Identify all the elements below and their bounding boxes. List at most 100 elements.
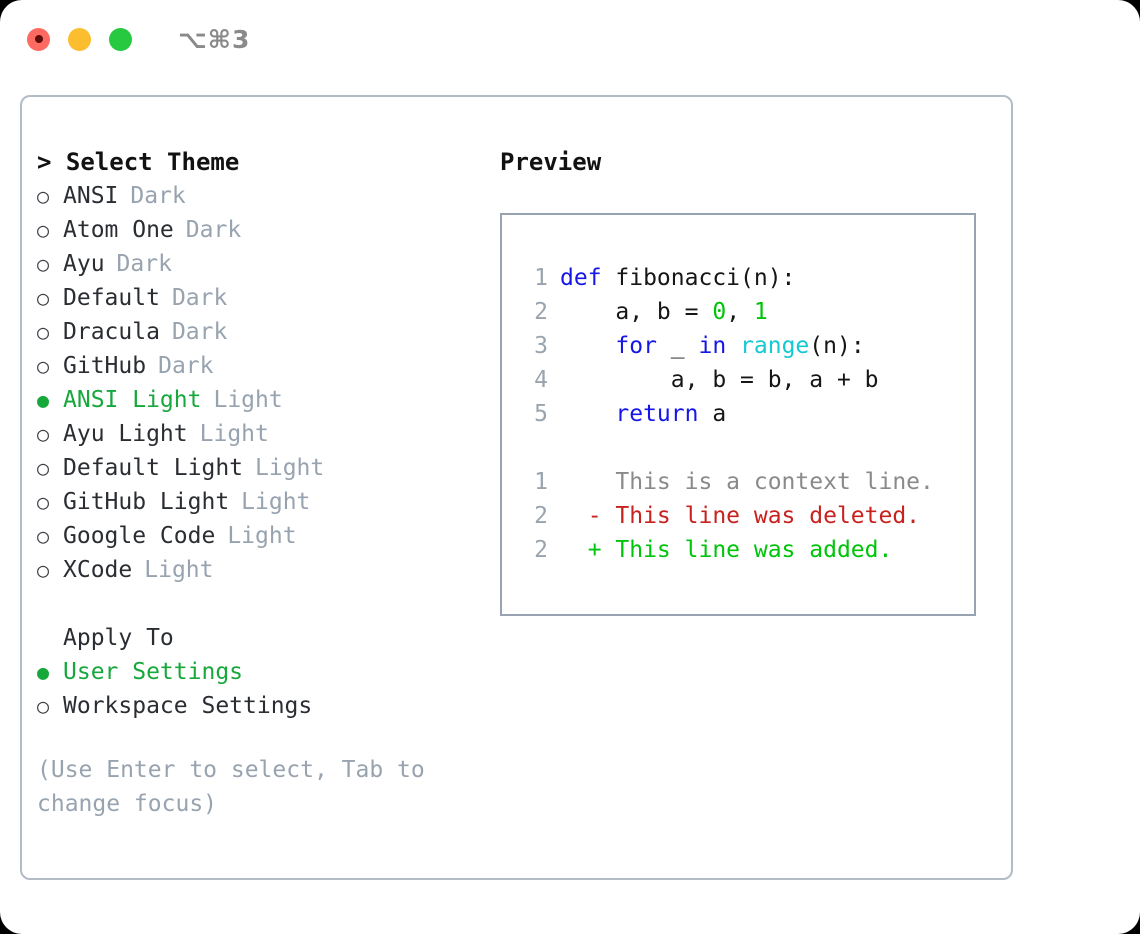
radio-unselected-icon: ○	[37, 354, 50, 378]
close-button[interactable]	[27, 27, 50, 51]
apply-to-option-user-settings[interactable]: ● User Settings	[37, 655, 487, 689]
theme-option-label: Ayu Light	[63, 421, 188, 447]
code-token-pln: a, b = b, a + b	[560, 367, 879, 393]
theme-option-tag: Light	[255, 455, 325, 481]
theme-option-label: XCode	[63, 557, 133, 583]
radio-unselected-icon: ○	[37, 218, 50, 242]
radio-selected-icon: ●	[37, 388, 50, 412]
theme-option-tag: Dark	[171, 319, 228, 345]
theme-option-tag: Light	[213, 387, 283, 413]
diff-line-content: + This line was added.	[560, 537, 893, 563]
code-token-pln: _	[656, 333, 699, 359]
code-token-pln: ,	[726, 299, 754, 325]
code-line-content: a, b = b, a + b	[560, 363, 879, 397]
apply-to-option-workspace-settings[interactable]: ○Workspace Settings	[37, 689, 487, 723]
theme-option-tag: Light	[227, 523, 297, 549]
radio-unselected-icon: ○	[37, 456, 50, 480]
theme-option-tag: Dark	[171, 285, 228, 311]
theme-option-label: Default Light	[63, 455, 244, 481]
code-token-kw: return	[615, 401, 699, 427]
code-line-number: 4	[534, 367, 548, 393]
radio-unselected-icon: ○	[37, 320, 50, 344]
apply-to-list[interactable]: ● User Settings ○Workspace Settings	[37, 655, 487, 723]
code-token-pln	[560, 401, 615, 427]
theme-option-label: Google Code	[63, 523, 216, 549]
code-token-pln: fibonacci(n):	[601, 265, 796, 291]
radio-selected-icon: ●	[37, 660, 50, 684]
code-token-kw: def	[560, 265, 602, 291]
window-controls	[27, 27, 132, 51]
code-token-pln: a	[698, 401, 727, 427]
code-token-fn: range	[740, 333, 810, 359]
theme-option-google-code[interactable]: ○ Google Code Light	[37, 519, 487, 553]
radio-unselected-icon: ○	[37, 184, 50, 208]
apply-to-option-label: User Settings	[63, 659, 244, 685]
radio-unselected-icon: ○	[37, 422, 50, 446]
theme-option-default-light[interactable]: ○ Default Light Light	[37, 451, 487, 485]
code-line-number: 2	[534, 299, 548, 325]
diff-line: 1 This is a context line.	[520, 465, 968, 499]
preview-title: Preview	[500, 148, 602, 176]
theme-option-github-light[interactable]: ○ GitHub Light Light	[37, 485, 487, 519]
diff-line-content: This is a context line.	[560, 469, 934, 495]
code-line-content: return a	[560, 397, 726, 431]
code-token-pln: (n):	[809, 333, 865, 359]
shortcut-label: ⌥⌘3	[178, 24, 251, 54]
theme-option-label: Atom One	[63, 217, 174, 243]
code-token-kw: in	[698, 333, 727, 359]
code-token-pln: a, b =	[560, 299, 713, 325]
code-line: 3 for _ in range(n):	[520, 329, 968, 363]
theme-picker-title: > Select Theme	[37, 148, 240, 176]
theme-option-dracula[interactable]: ○ Dracula Dark	[37, 315, 487, 349]
theme-option-label: GitHub Light	[63, 489, 230, 515]
diff-line: 2 - This line was deleted.	[520, 499, 968, 533]
theme-option-label: Ayu	[63, 251, 105, 277]
theme-option-label: Default	[63, 285, 160, 311]
apply-to-option-label: Workspace Settings	[63, 693, 313, 719]
code-token-num: 1	[753, 299, 768, 325]
radio-unselected-icon: ○	[37, 286, 50, 310]
code-line-number: 5	[534, 401, 548, 427]
theme-option-tag: Light	[241, 489, 311, 515]
title-bar: ⌥⌘3	[0, 0, 1140, 78]
theme-option-ansi-light[interactable]: ● ANSI Light Light	[37, 383, 487, 417]
theme-option-default[interactable]: ○ Default Dark	[37, 281, 487, 315]
theme-option-label: GitHub	[63, 353, 147, 379]
theme-option-tag: Dark	[158, 353, 214, 379]
code-line: 5 return a	[520, 397, 968, 431]
theme-option-github[interactable]: ○ GitHub Dark	[37, 349, 487, 383]
keyboard-hint: (Use Enter to select, Tab to change focu…	[37, 757, 425, 817]
theme-option-tag: Light	[199, 421, 269, 447]
code-line: 4 a, b = b, a + b	[520, 363, 968, 397]
theme-option-ayu-light[interactable]: ○ Ayu Light Light	[37, 417, 487, 451]
radio-unselected-icon: ○	[37, 524, 50, 548]
theme-option-label: ANSI Light	[63, 387, 202, 413]
diff-line-number: 2	[534, 503, 548, 529]
theme-option-tag: Dark	[116, 251, 172, 277]
apply-to-label: Apply To	[63, 625, 174, 651]
theme-option-tag: Light	[144, 557, 214, 583]
diff-line-number: 2	[534, 537, 548, 563]
code-line: 2 a, b = 0, 1	[520, 295, 968, 329]
radio-unselected-icon: ○	[37, 490, 50, 514]
diff-line-content: - This line was deleted.	[560, 503, 921, 529]
minimize-button[interactable]	[68, 27, 91, 51]
code-line-content: for _ in range(n):	[560, 329, 865, 363]
diff-line-number: 1	[534, 469, 548, 495]
theme-option-label: ANSI	[63, 183, 119, 209]
theme-option-label: Dracula	[63, 319, 160, 345]
maximize-button[interactable]	[109, 27, 132, 51]
diff-sample: 1 This is a context line.2 - This line w…	[520, 465, 968, 567]
